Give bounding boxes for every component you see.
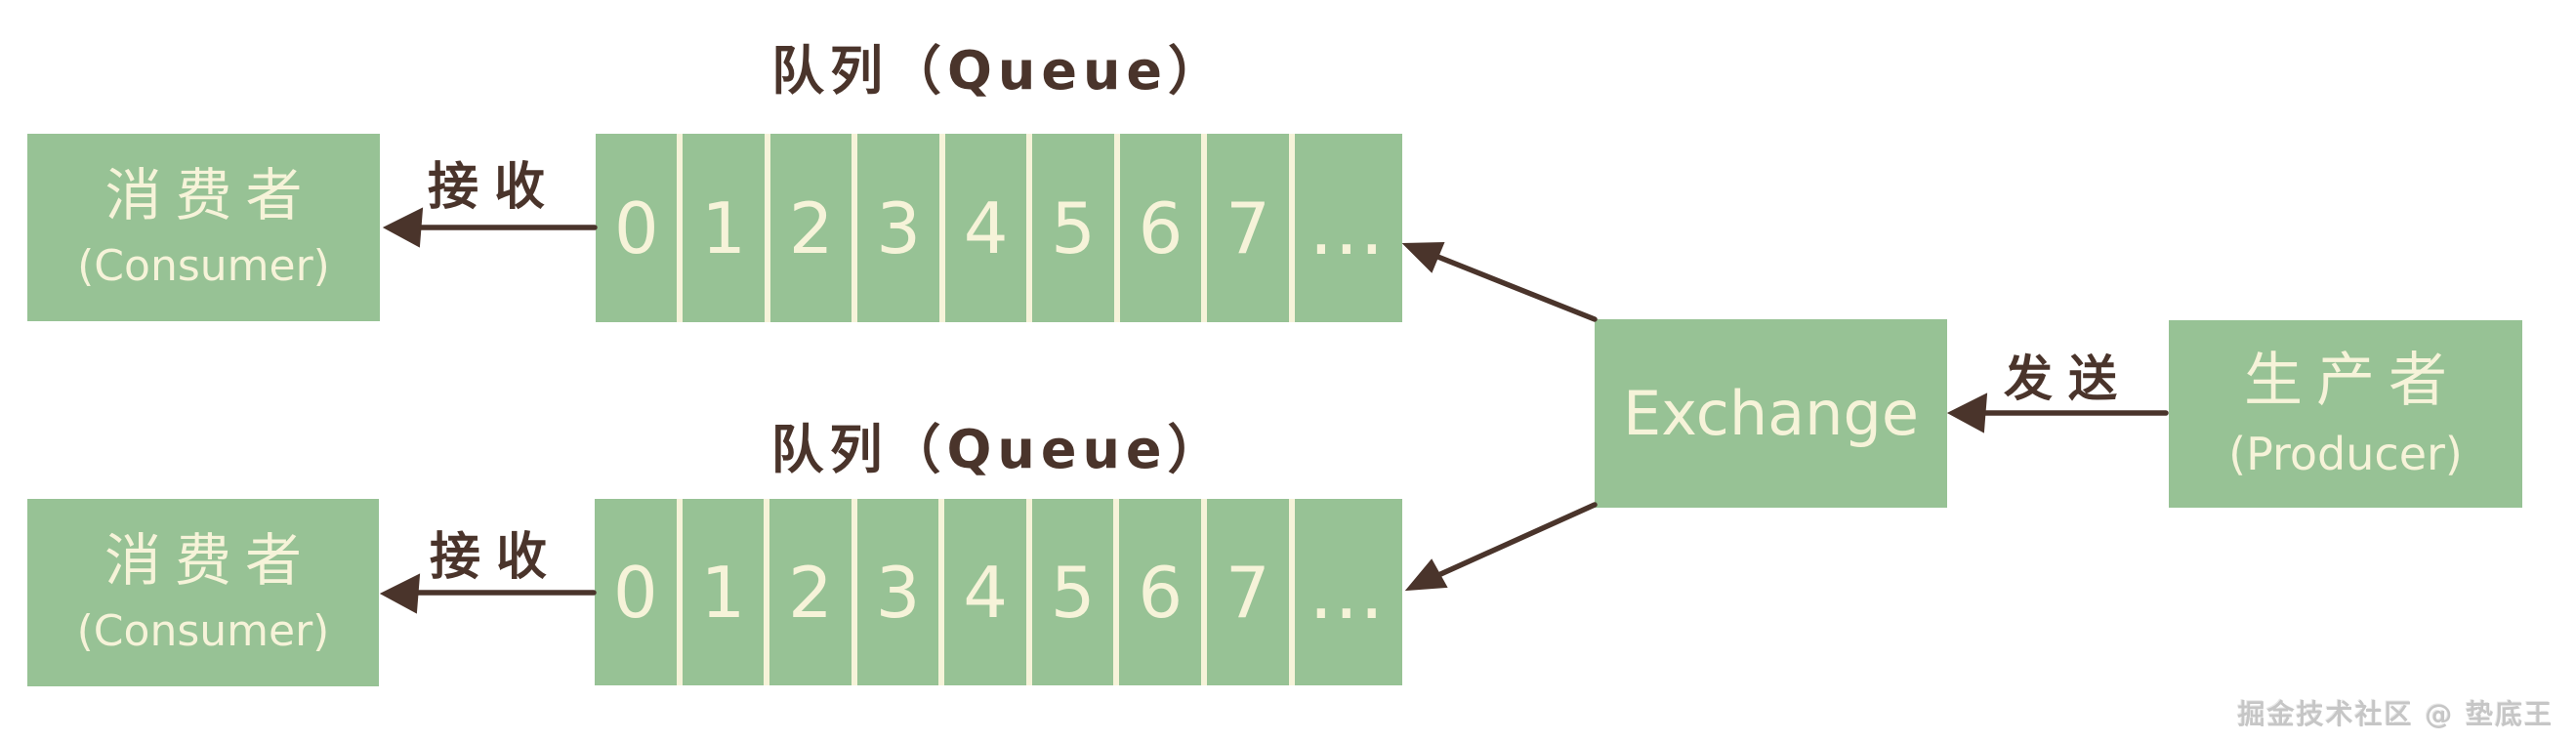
queue-bottom: 0 1 2 3 4 5 6 7 …: [595, 499, 1402, 685]
arrow-exchange-to-queue-bottom: [1404, 502, 1598, 592]
queue-top-cell-6: 6: [1113, 134, 1201, 322]
label-receive-top: 接收: [427, 158, 561, 217]
queue-top-cell-ellipsis: …: [1288, 134, 1402, 322]
queue-top: 0 1 2 3 4 5 6 7 …: [596, 134, 1402, 322]
queue-bottom-cell-7: 7: [1201, 499, 1289, 685]
exchange-label: Exchange: [1623, 377, 1919, 449]
consumer-bottom-label-en: (Consumer): [76, 606, 330, 656]
queue-bottom-cell-ellipsis: …: [1288, 499, 1402, 685]
node-consumer-bottom: 消费者 (Consumer): [27, 499, 379, 686]
queue-top-cell-2: 2: [764, 134, 852, 322]
consumer-top-label-en: (Consumer): [77, 241, 330, 291]
queue-bottom-cell-0: 0: [612, 551, 658, 634]
queue-top-cell-0: 0: [613, 186, 659, 269]
label-send: 发送: [2004, 350, 2133, 407]
queue-bottom-cell-3: 3: [851, 499, 939, 685]
queue-bottom-title: 队列（Queue）: [770, 419, 1226, 480]
queue-bottom-cell-6: 6: [1113, 499, 1201, 685]
label-receive-bottom: 接收: [429, 528, 562, 587]
node-exchange: Exchange: [1595, 319, 1947, 508]
queue-top-cell-7: 7: [1201, 134, 1288, 322]
queue-top-cell-4: 4: [938, 134, 1026, 322]
queue-bottom-cell-4: 4: [938, 499, 1026, 685]
producer-label-zh: 生产者: [2244, 347, 2461, 415]
consumer-bottom-label-zh: 消费者: [104, 527, 315, 594]
queue-top-title: 队列（Queue）: [770, 40, 1227, 102]
watermark: 掘金技术社区 @ 垫底王: [2237, 698, 2554, 730]
producer-label-en: (Producer): [2228, 428, 2463, 480]
node-producer: 生产者 (Producer): [2169, 320, 2522, 508]
arrow-exchange-to-queue-top: [1401, 241, 1598, 322]
queue-bottom-cell-2: 2: [764, 499, 852, 685]
queue-top-cell-1: 1: [677, 134, 764, 322]
queue-bottom-cell-1: 1: [676, 499, 765, 685]
consumer-top-label-zh: 消费者: [104, 162, 316, 228]
queue-bottom-cell-5: 5: [1025, 499, 1114, 685]
node-consumer-top: 消费者 (Consumer): [27, 134, 380, 321]
queue-top-cell-5: 5: [1026, 134, 1113, 322]
queue-top-cell-3: 3: [852, 134, 938, 322]
